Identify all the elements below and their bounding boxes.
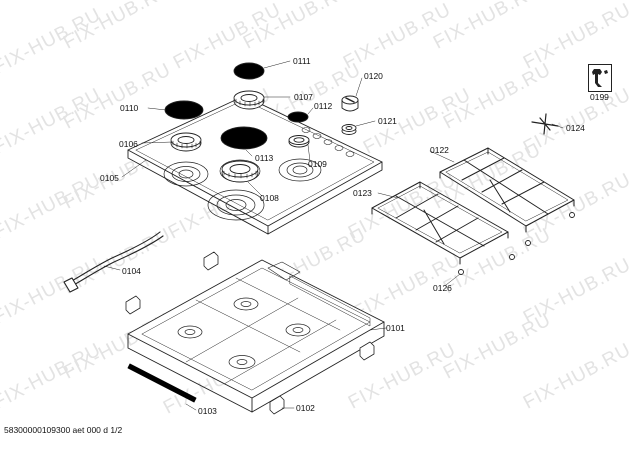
burner-cap-0110: [164, 100, 204, 120]
flame-spreader-0109: [288, 135, 310, 148]
base-tray: [127, 259, 385, 413]
part-label-0102: 0102: [296, 403, 315, 413]
burner-cap-0113: [220, 126, 268, 150]
seal-strip: [127, 363, 197, 403]
part-label-0126: 0126: [433, 283, 452, 293]
part-label-0112: 0112: [314, 101, 333, 111]
wrench-icon: [588, 64, 612, 92]
burner-rings: [163, 158, 322, 221]
part-label-0121: 0121: [378, 116, 397, 126]
knob-bezel: [341, 124, 357, 135]
pan-support-foot: [531, 113, 559, 135]
burner-cap-0111: [233, 62, 265, 80]
control-knob: [341, 95, 359, 112]
document-code: 58300000109300 aet 000 d 1/2: [4, 425, 123, 435]
part-label-0107: 0107: [294, 92, 313, 102]
part-label-0108: 0108: [260, 193, 279, 203]
part-label-0110: 0110: [120, 103, 139, 113]
part-label-0103: 0103: [198, 406, 217, 416]
leader-lines: [103, 60, 564, 411]
burner-cap-0112: [287, 111, 309, 123]
part-label-0101: 0101: [386, 323, 405, 333]
part-label-0106: 0106: [119, 139, 138, 149]
power-cable: [63, 231, 164, 293]
pan-support-0123: [371, 181, 509, 265]
flame-spreader-0106: [170, 132, 202, 152]
part-label-0124: 0124: [566, 123, 585, 133]
knob-holes: [301, 127, 355, 157]
tray-burner-mounts: [177, 261, 311, 369]
hob-top-plate: [127, 95, 383, 235]
flame-spreader-0108: [221, 160, 259, 183]
pan-support-0122: [439, 147, 575, 233]
part-label-0123: 0123: [353, 188, 372, 198]
part-label-0122: 0122: [430, 145, 449, 155]
mounting-clamps: [125, 251, 375, 415]
part-label-0105: 0105: [100, 173, 119, 183]
part-label-0199: 0199: [590, 92, 609, 102]
rubber-feet: [458, 212, 575, 275]
part-label-0120: 0120: [364, 71, 383, 81]
flame-spreader-0107: [233, 90, 265, 110]
part-label-0111: 0111: [293, 56, 311, 66]
part-label-0113: 0113: [255, 153, 274, 163]
part-label-0109: 0109: [308, 159, 327, 169]
part-label-0104: 0104: [122, 266, 141, 276]
